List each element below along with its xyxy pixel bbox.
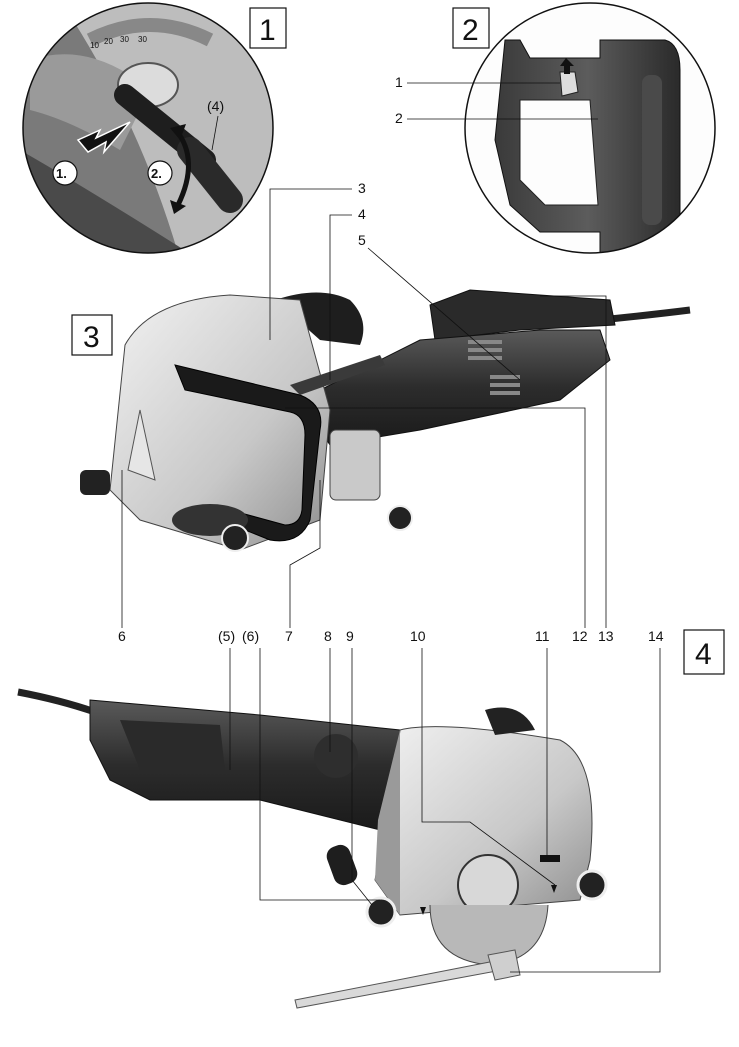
callout-11: 11 xyxy=(535,628,550,644)
callout-9: 9 xyxy=(346,628,354,644)
callout-13: 13 xyxy=(598,628,614,644)
scale-mark: 30 xyxy=(138,35,147,44)
step-1-label: 1. xyxy=(56,166,67,181)
detail-1-depth-adjust: 10 20 30 30 1. 2. (4) xyxy=(22,2,274,254)
callout-14: 14 xyxy=(648,628,664,644)
callout-3: 3 xyxy=(358,180,366,196)
figure-box-4: 4 xyxy=(683,629,725,675)
detail-2-handle-switch: 1 2 xyxy=(395,2,716,254)
figure-number: 3 xyxy=(83,321,100,354)
callout-8: 8 xyxy=(324,628,332,644)
callout-5: 5 xyxy=(358,232,366,248)
scale-mark: 20 xyxy=(104,37,113,46)
callout-12: 12 xyxy=(572,628,588,644)
scale-mark: 10 xyxy=(90,41,99,50)
callout-4-detail: (4) xyxy=(207,98,224,114)
step-2-label: 2. xyxy=(151,166,162,181)
figure-4-tool-side-view: 4 (5) (6) 8 9 10 xyxy=(17,628,725,1009)
figure-box-1: 1 xyxy=(249,7,287,49)
pull-arrow-icon xyxy=(76,121,131,155)
callout-7: 7 xyxy=(285,628,293,644)
depth-scale-marks: 10 20 30 30 xyxy=(90,35,147,50)
callout-10: 10 xyxy=(410,628,426,644)
callout-5-paren: (5) xyxy=(218,628,235,644)
callout-6: 6 xyxy=(118,628,126,644)
callout-2: 2 xyxy=(395,110,403,126)
figure-number: 1 xyxy=(259,14,276,47)
figure-3-tool-overview: 3 3 4 5 6 xyxy=(71,180,691,644)
figure-number: 4 xyxy=(695,638,712,671)
figure-number: 2 xyxy=(462,14,479,47)
scale-mark: 30 xyxy=(120,35,129,44)
callout-6-paren: (6) xyxy=(242,628,259,644)
figure-box-3: 3 xyxy=(71,314,113,356)
callout-4: 4 xyxy=(358,206,366,222)
callout-1: 1 xyxy=(395,74,403,90)
figure-box-2: 2 xyxy=(452,7,490,49)
